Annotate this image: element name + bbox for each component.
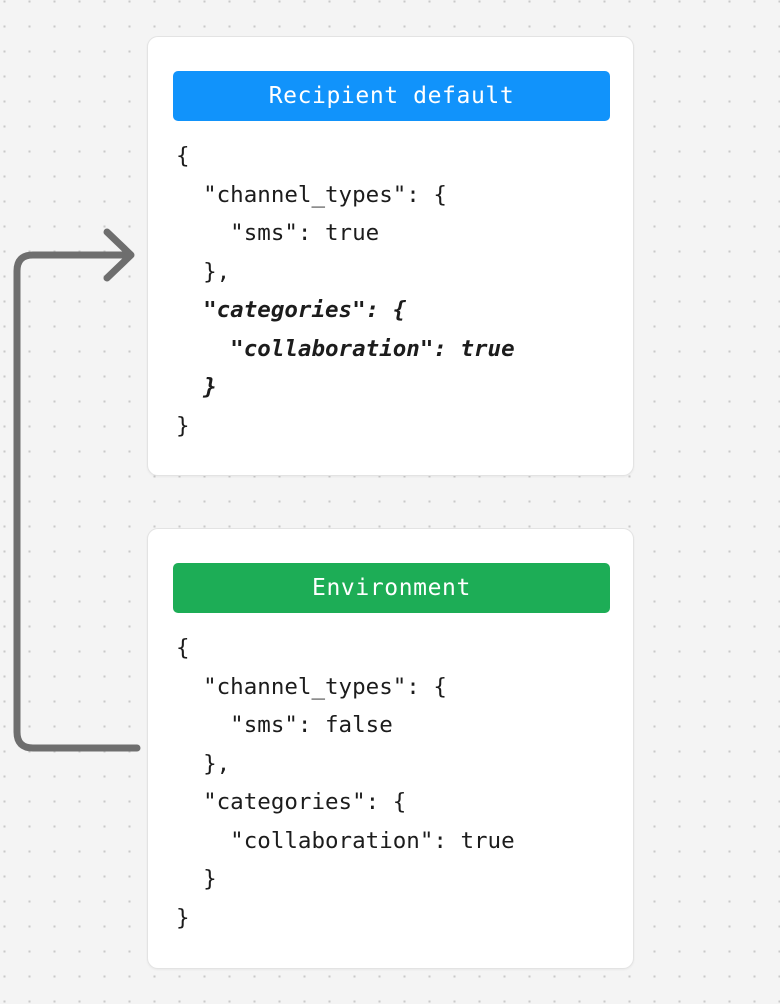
code-line: } bbox=[176, 374, 217, 400]
json-block-environment: { "channel_types": { "sms": false }, "ca… bbox=[176, 629, 619, 937]
card-title-recipient-default: Recipient default bbox=[268, 83, 515, 109]
code-line: }, bbox=[176, 750, 231, 777]
json-block-recipient-default: { "channel_types": { "sms": true }, "cat… bbox=[176, 137, 619, 445]
code-line: } bbox=[176, 866, 217, 892]
card-header-environment: Environment bbox=[173, 563, 610, 613]
code-line: } bbox=[176, 904, 190, 931]
code-line: } bbox=[176, 412, 190, 439]
card-title-environment: Environment bbox=[312, 575, 471, 601]
code-line: "categories": { bbox=[176, 789, 407, 815]
code-line: "categories": { bbox=[176, 297, 407, 323]
code-line: "sms": false bbox=[176, 712, 393, 738]
code-line: "collaboration": true bbox=[176, 335, 515, 362]
code-line: "channel_types": { bbox=[176, 673, 447, 700]
card-header-recipient-default: Recipient default bbox=[173, 71, 610, 121]
card-environment[interactable]: Environment { "channel_types": { "sms": … bbox=[147, 528, 634, 969]
code-line: "channel_types": { bbox=[176, 181, 447, 208]
code-line: { bbox=[176, 143, 190, 169]
code-line: { bbox=[176, 635, 190, 661]
code-line: "sms": true bbox=[176, 220, 380, 246]
arrow-path bbox=[13, 251, 141, 752]
card-recipient-default[interactable]: Recipient default { "channel_types": { "… bbox=[147, 36, 634, 476]
code-line: "collaboration": true bbox=[176, 827, 515, 854]
code-line: }, bbox=[176, 258, 231, 285]
arrow-head-icon bbox=[103, 228, 135, 282]
